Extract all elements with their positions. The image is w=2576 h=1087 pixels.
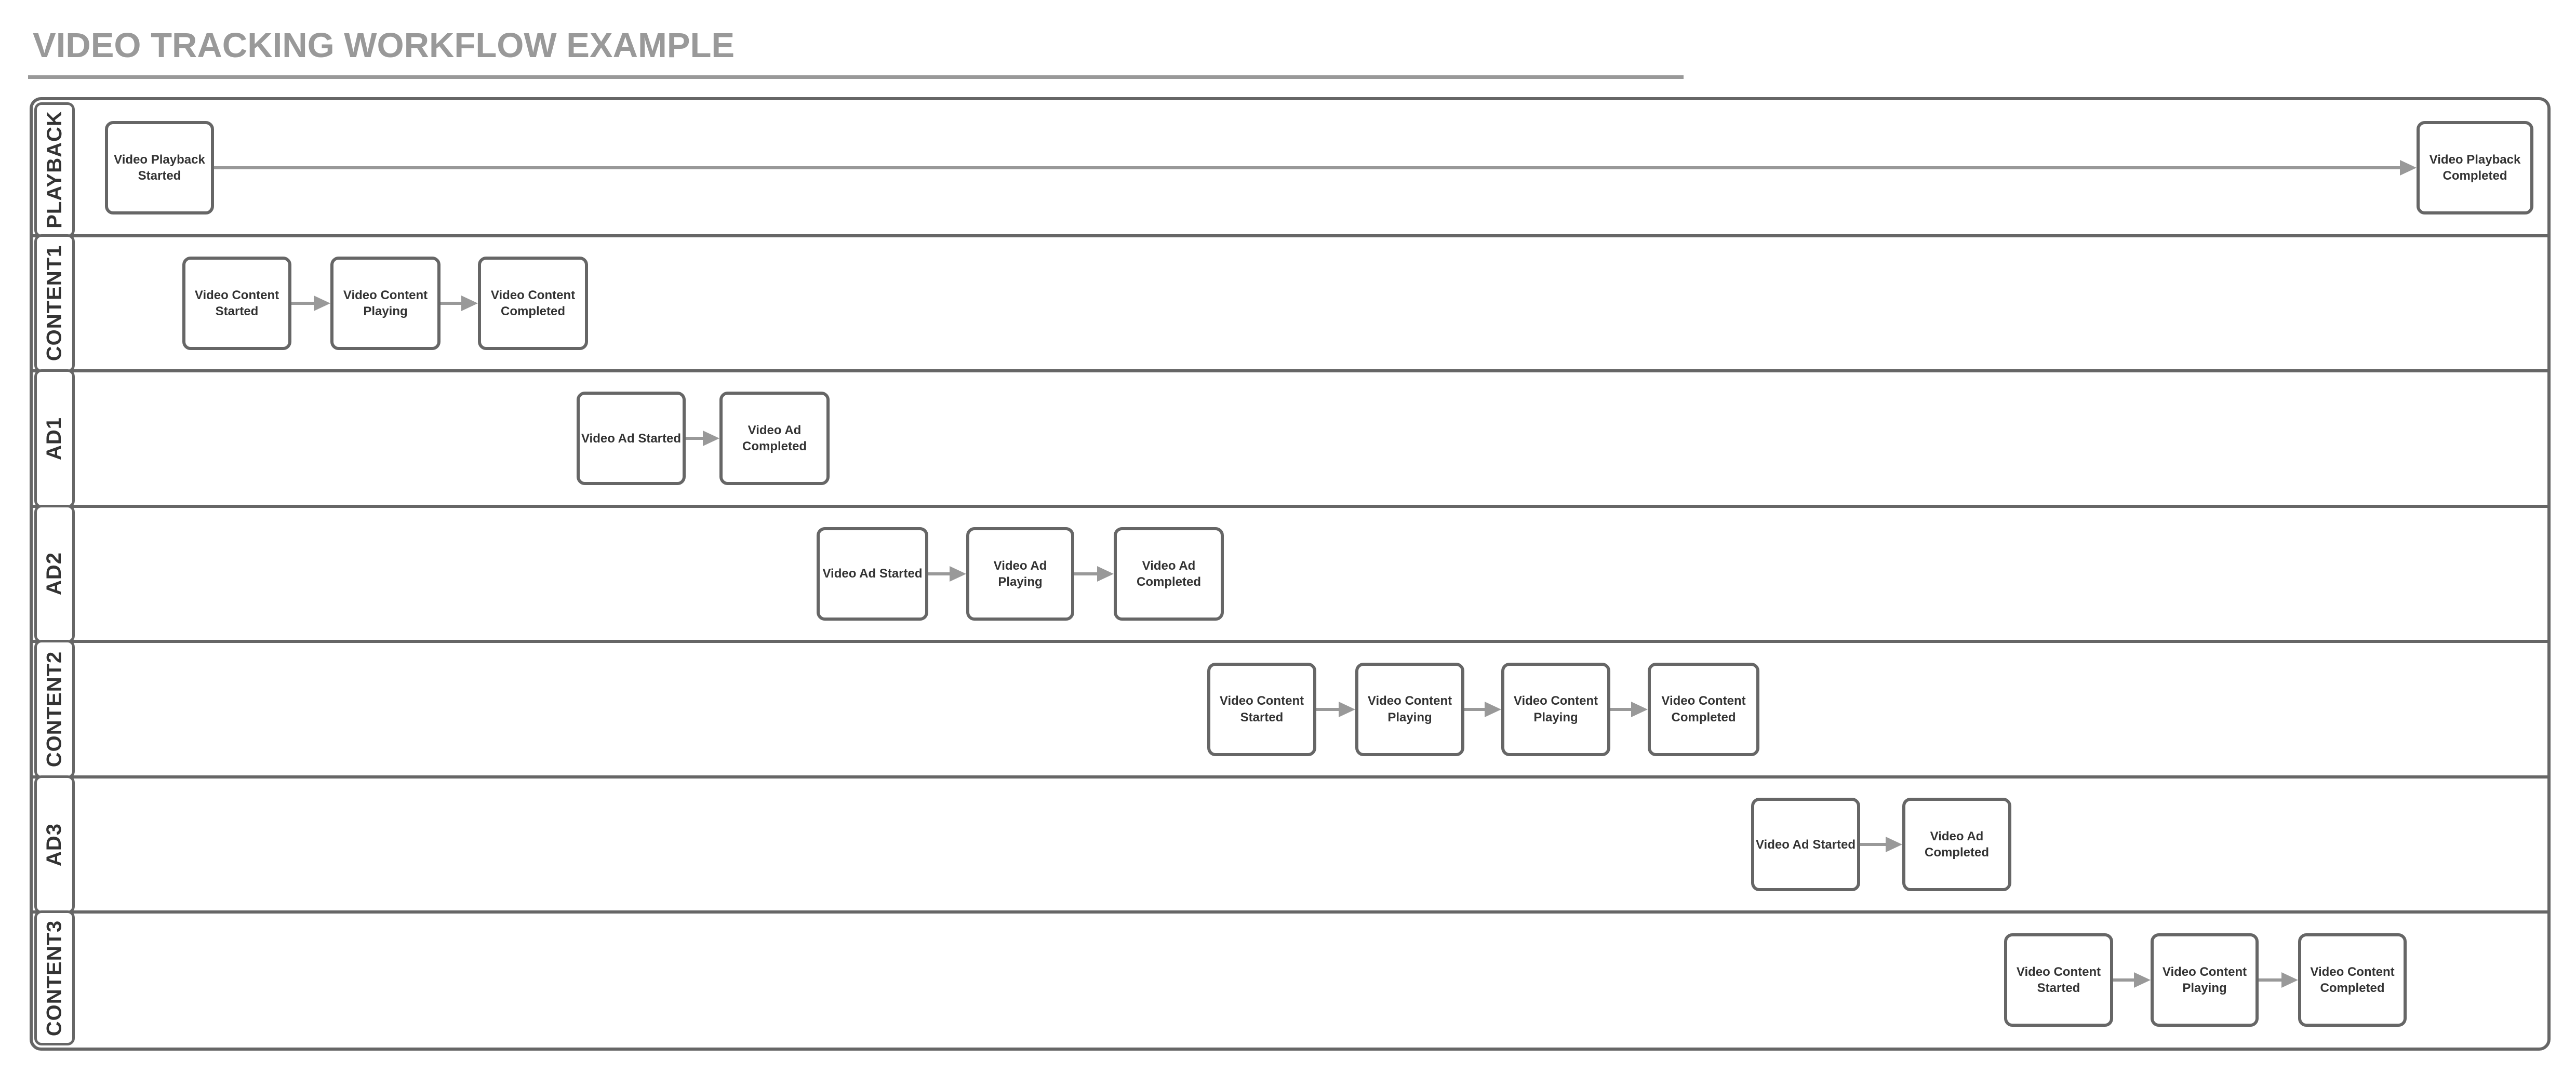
arrow-head-icon <box>2134 972 2151 988</box>
diagram-node: Video Ad Completed <box>1902 798 2011 892</box>
connector-line <box>291 301 316 305</box>
diagram-node: Video Playback Started <box>105 121 214 215</box>
page-title: VIDEO TRACKING WORKFLOW EXAMPLE <box>33 26 735 65</box>
connector-line <box>1464 707 1487 711</box>
lane-label: AD3 <box>43 823 66 866</box>
diagram-node: Video Content Completed <box>2298 933 2407 1027</box>
lane-divider <box>33 504 2547 508</box>
lane-divider <box>33 910 2547 914</box>
diagram-node: Video Playback Completed <box>2417 121 2533 215</box>
lane-label: CONTENT2 <box>43 651 66 768</box>
diagram-node: Video Ad Started <box>1751 798 1860 892</box>
arrow-head-icon <box>950 566 966 582</box>
connector-line <box>1074 572 1099 575</box>
lane-label: CONTENT1 <box>43 245 66 361</box>
connector-line <box>441 301 463 305</box>
diagram-node: Video Ad Started <box>817 527 928 621</box>
lane-label: AD2 <box>43 552 66 596</box>
diagram-node: Video Content Playing <box>330 256 441 350</box>
connector-line <box>686 437 705 440</box>
lane-header-ad2: AD2 <box>34 504 75 643</box>
diagram-node: Video Content Started <box>182 256 291 350</box>
diagram-node: Video Ad Playing <box>966 527 1074 621</box>
connector-line <box>928 572 952 575</box>
arrow-head-icon <box>1097 566 1114 582</box>
arrow-head-icon <box>703 431 719 447</box>
connector-line <box>2259 978 2284 982</box>
arrow-head-icon <box>1485 701 1501 717</box>
lane-label: AD1 <box>43 417 66 460</box>
arrow-head-icon <box>461 295 478 311</box>
diagram-node: Video Ad Completed <box>719 392 830 486</box>
lane-divider <box>33 369 2547 373</box>
lane-divider <box>33 775 2547 779</box>
diagram-node: Video Content Started <box>1207 662 1316 756</box>
arrow-head-icon <box>1886 837 1902 853</box>
diagram-node: Video Content Completed <box>478 256 588 350</box>
lane-header-ad3: AD3 <box>34 775 75 914</box>
swimlane-diagram: PLAYBACK Video Playback Started Video Play… <box>30 97 2551 1051</box>
diagram-node: Video Content Playing <box>2151 933 2259 1027</box>
lane-divider <box>33 640 2547 643</box>
arrow-head-icon <box>1339 701 1355 717</box>
lane-label: PLAYBACK <box>43 111 66 229</box>
lane-label: CONTENT3 <box>43 920 66 1036</box>
lane-header-content1: CONTENT1 <box>34 234 75 373</box>
diagram-node: Video Content Playing <box>1355 662 1464 756</box>
arrow-head-icon <box>314 295 330 311</box>
diagram-node: Video Content Completed <box>1648 662 1759 756</box>
lane-header-content3: CONTENT3 <box>34 910 75 1045</box>
arrow-head-icon <box>1631 701 1648 717</box>
lane-header-content2: CONTENT2 <box>34 640 75 779</box>
title-underline <box>28 75 1684 79</box>
lane-divider <box>33 234 2547 237</box>
arrow-head-icon <box>2400 160 2417 176</box>
swimlane-canvas: PLAYBACK Video Playback Started Video Play… <box>33 100 2547 1048</box>
lane-header-playback: PLAYBACK <box>34 102 75 237</box>
lane-header-ad1: AD1 <box>34 369 75 508</box>
diagram-node: Video Content Started <box>2004 933 2113 1027</box>
arrow-head-icon <box>2281 972 2298 988</box>
connector-line <box>1860 843 1888 847</box>
diagram-node: Video Ad Completed <box>1114 527 1224 621</box>
connector-line <box>214 166 2402 170</box>
diagram-node: Video Ad Started <box>577 392 686 486</box>
connector-line <box>2113 978 2136 982</box>
connector-line <box>1610 707 1633 711</box>
connector-line <box>1316 707 1341 711</box>
diagram-node: Video Content Playing <box>1501 662 1610 756</box>
